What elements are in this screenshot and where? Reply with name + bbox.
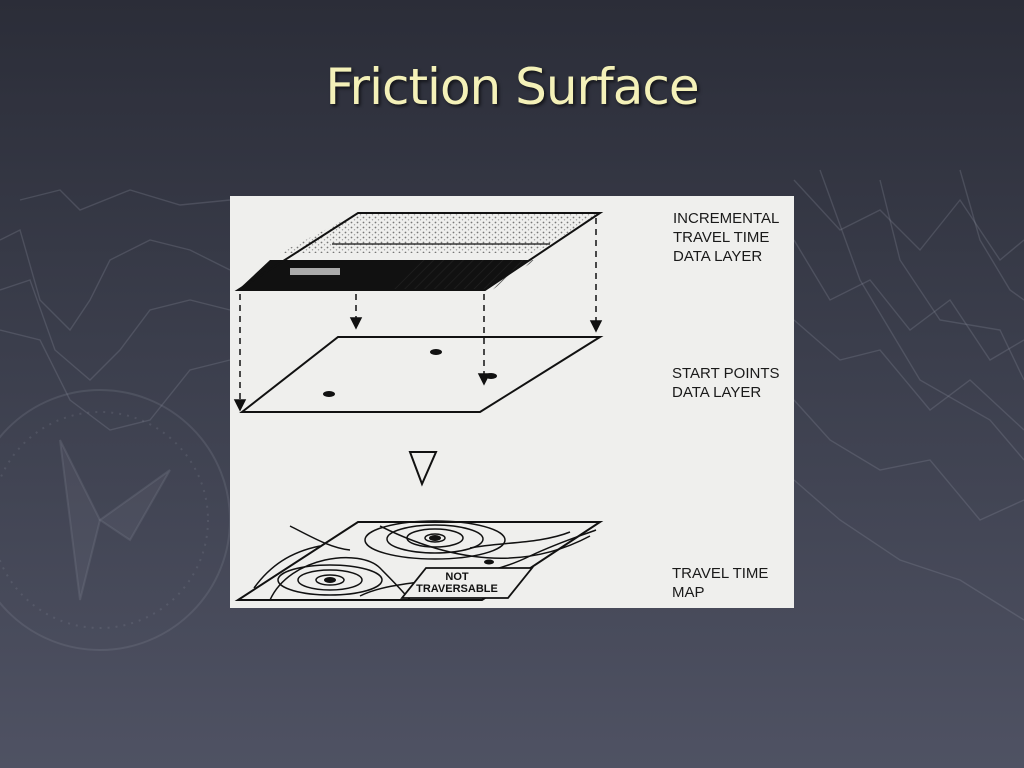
layer-stack-diagram bbox=[233, 212, 604, 601]
not-traversable-label: NOT TRAVERSABLE bbox=[416, 571, 498, 595]
projection-arrows bbox=[233, 218, 603, 412]
down-arrow-icon bbox=[408, 451, 438, 487]
start-points-layer-label: START POINTS DATA LAYER bbox=[672, 365, 780, 401]
incremental-layer bbox=[234, 212, 604, 291]
travel-time-map-label: TRAVEL TIME MAP bbox=[672, 565, 769, 601]
incremental-layer-label: INCREMENTAL TRAVEL TIME DATA LAYER bbox=[673, 210, 780, 265]
start-points-layer bbox=[239, 336, 604, 413]
friction-surface-figure: INCREMENTAL TRAVEL TIME DATA LAYER START… bbox=[230, 196, 794, 608]
travel-time-map-layer bbox=[234, 520, 604, 601]
page-title: Friction Surface bbox=[325, 58, 699, 116]
